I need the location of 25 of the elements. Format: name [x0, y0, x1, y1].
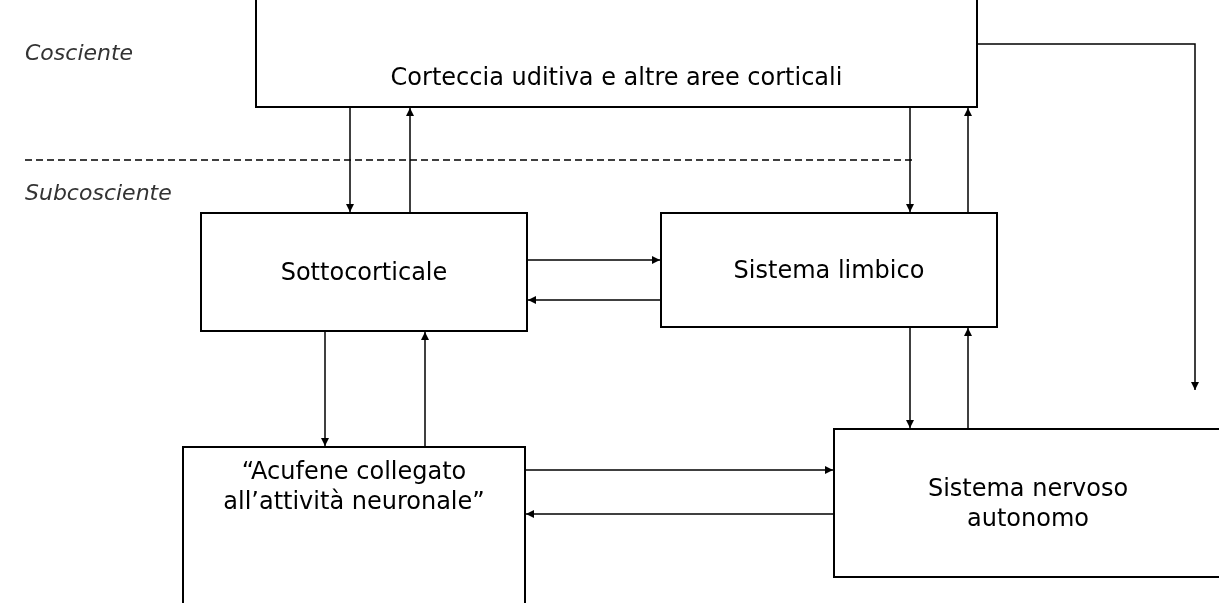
level-label: Subcosciente: [25, 180, 172, 205]
arrow: [346, 107, 354, 213]
arrow: [321, 331, 329, 447]
arrow: [527, 256, 661, 264]
arrow: [525, 466, 834, 474]
process-box: [660, 212, 998, 328]
arrow: [964, 327, 972, 429]
level-label: Cosciente: [25, 40, 134, 65]
box-label: Sottocorticale: [280, 257, 448, 287]
arrow: [906, 327, 914, 429]
arrow: [527, 296, 661, 304]
box-label: Sistema limbico: [733, 255, 925, 285]
arrow: [964, 107, 972, 213]
arrow: [421, 331, 429, 447]
process-box: [255, 0, 978, 108]
box-label: Sistema nervoso autonomo: [926, 473, 1130, 533]
arrow: [977, 43, 1199, 391]
arrow: [406, 107, 414, 213]
process-box: [833, 428, 1219, 578]
box-label: Corteccia uditiva e altre aree corticali: [390, 62, 843, 92]
box-label: “Acufene collegato all’attività neuronale”: [222, 456, 486, 516]
process-box: [200, 212, 528, 332]
arrow: [525, 510, 834, 518]
arrow: [906, 107, 914, 213]
process-box: [182, 446, 526, 603]
